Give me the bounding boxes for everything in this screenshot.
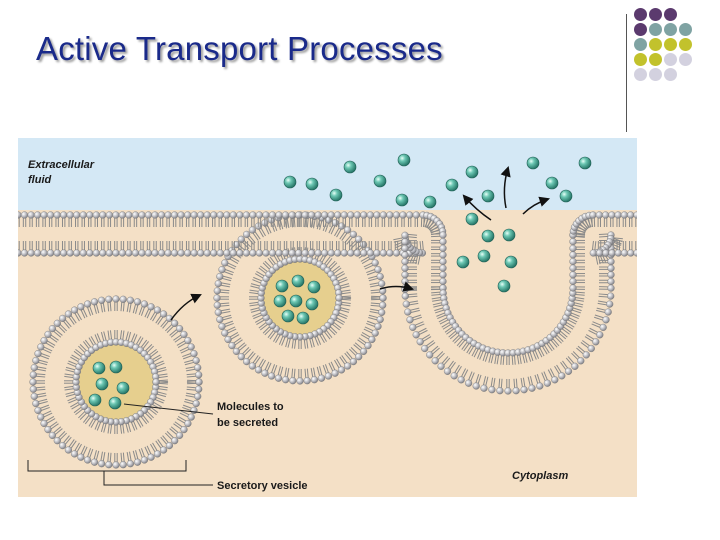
secreted-molecule <box>465 212 479 226</box>
secreted-molecule <box>397 153 411 167</box>
extracellular-fluid-label-line2: fluid <box>28 174 51 186</box>
secreted-molecule <box>477 249 491 263</box>
secreted-molecule <box>559 189 573 203</box>
secreted-molecule <box>307 280 321 294</box>
secreted-molecule <box>497 279 511 293</box>
secreted-molecule <box>108 396 122 410</box>
secreted-molecule <box>329 188 343 202</box>
active-transport-figure: Extracellular fluid Molecules to be secr… <box>18 138 637 497</box>
secreted-molecule <box>275 279 289 293</box>
secreted-molecule <box>305 297 319 311</box>
direction-arrow <box>522 196 550 215</box>
decorative-dot <box>664 23 677 36</box>
molecules-label-line2: be secreted <box>217 417 278 429</box>
secreted-molecule <box>465 165 479 179</box>
secreted-molecule <box>92 361 106 375</box>
decorative-dot <box>664 8 677 21</box>
decorative-dot <box>649 53 662 66</box>
secreted-molecule <box>109 360 123 374</box>
decorative-dot <box>634 53 647 66</box>
secreted-molecule <box>526 156 540 170</box>
plasma-membrane-outer-leaflet <box>18 211 637 365</box>
decorative-dot <box>679 38 692 51</box>
secreted-molecule <box>545 176 559 190</box>
decorative-dot <box>664 38 677 51</box>
secreted-molecule <box>578 156 592 170</box>
cytoplasm-label: Cytoplasm <box>512 470 568 482</box>
secretory-vesicle-label: Secretory vesicle <box>217 480 308 492</box>
vesicle-bracket <box>27 460 187 472</box>
direction-arrow <box>379 281 415 292</box>
secreted-molecule <box>445 178 459 192</box>
decorative-dot <box>649 68 662 81</box>
secreted-molecule <box>281 309 295 323</box>
secreted-molecule <box>291 274 305 288</box>
secreted-molecule <box>116 381 130 395</box>
exocytosis-diagram: Extracellular fluid Molecules to be secr… <box>18 138 637 497</box>
decorative-dot <box>664 68 677 81</box>
extracellular-fluid-label-line1: Extracellular <box>28 159 95 171</box>
secreted-molecule <box>273 294 287 308</box>
secreted-molecule <box>395 193 409 207</box>
secreted-molecule <box>504 255 518 269</box>
secreted-molecule <box>373 174 387 188</box>
direction-arrow <box>500 165 511 209</box>
direction-arrow <box>462 194 492 221</box>
secreted-molecule <box>343 160 357 174</box>
secretory-vesicle-inner-leaflet <box>64 330 169 434</box>
decorative-dot <box>634 68 647 81</box>
secreted-molecule <box>456 255 470 269</box>
decorative-dot-grid <box>634 8 718 120</box>
decorative-dot <box>664 53 677 66</box>
plasma-membrane-inner-leaflet <box>18 231 637 395</box>
decorative-dot <box>679 53 692 66</box>
secreted-molecule <box>289 294 303 308</box>
fusing-vesicle-inner-leaflet <box>249 247 352 349</box>
decorative-dot <box>634 23 647 36</box>
decorative-dot <box>649 8 662 21</box>
molecules-label-line1: Molecules to <box>217 401 284 413</box>
secreted-molecule <box>481 229 495 243</box>
decorative-dot <box>634 8 647 21</box>
extracellular-fluid-region <box>18 138 637 210</box>
secretory-vesicle-outer-leaflet <box>29 295 203 469</box>
secreted-molecule <box>95 377 109 391</box>
secreted-molecule <box>481 189 495 203</box>
decorative-dot <box>679 23 692 36</box>
secreted-molecule <box>296 311 310 325</box>
decorative-dot <box>634 38 647 51</box>
slide-title: Active Transport Processes <box>36 30 443 67</box>
secreted-molecule <box>502 228 516 242</box>
molecules-leader-line <box>123 403 214 415</box>
vesicle-leader-line <box>103 471 213 486</box>
direction-arrow <box>170 293 202 321</box>
secreted-molecule <box>423 195 437 209</box>
secreted-molecule <box>88 393 102 407</box>
title-divider-line <box>626 14 627 132</box>
decorative-dot <box>649 38 662 51</box>
secreted-molecule <box>305 177 319 191</box>
decorative-dot <box>649 23 662 36</box>
secreted-molecule <box>283 175 297 189</box>
